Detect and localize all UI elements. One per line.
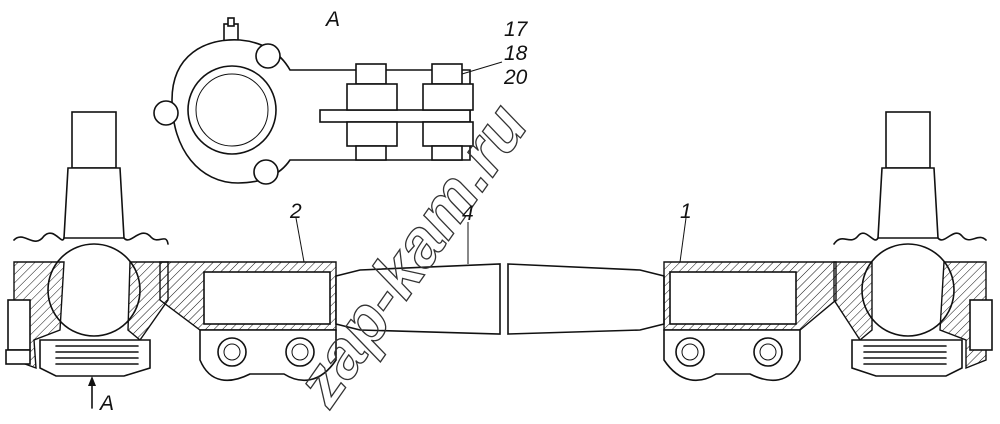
view-arrow-a [88,376,96,409]
label-part-4: 4 [462,202,474,225]
eye-bolt-left [153,100,179,126]
clamp-bolt-right [422,63,474,161]
eye-bolt-bottom [253,159,279,185]
tie-rod-tube [159,217,837,381]
left-tie-rod-end [5,111,169,377]
clamp-bolt-left [346,63,398,161]
label-part-1: 1 [680,200,692,223]
eye-bolt-top [255,43,281,69]
right-tie-rod-end [833,111,993,377]
label-part-18: 18 [504,42,528,65]
label-part-20: 20 [503,66,528,89]
label-view-a: A [324,8,340,31]
label-arrow-a: A [98,392,114,415]
label-part-2: 2 [289,200,302,223]
label-part-17: 17 [504,18,529,41]
detail-view-a [153,17,503,185]
